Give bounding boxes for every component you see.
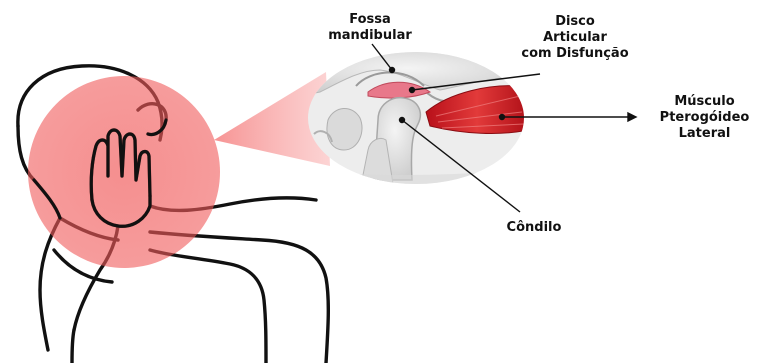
- label-musculo-line-3: Lateral: [640, 126, 769, 142]
- mastoid-process: [327, 108, 362, 150]
- label-musculo-line-2: Pterogóideo: [640, 110, 769, 126]
- label-musculo-pterogoideo: Músculo Pterogóideo Lateral: [640, 94, 769, 142]
- label-fossa-mandibular: Fossa mandibular: [322, 12, 418, 44]
- label-musculo-line-1: Músculo: [640, 94, 769, 110]
- torso-line: [150, 250, 266, 363]
- tmj-inset: [300, 50, 540, 190]
- pain-highlight: [28, 76, 220, 268]
- label-disco-line-2: Articular: [500, 30, 650, 46]
- label-condilo: Côndilo: [484, 220, 584, 236]
- label-fossa-line-2: mandibular: [322, 28, 418, 44]
- label-disco-articular: Disco Articular com Disfunção: [500, 14, 650, 62]
- label-condilo-line-1: Côndilo: [484, 220, 584, 236]
- label-disco-line-3: com Disfunção: [500, 46, 650, 62]
- label-disco-line-1: Disco: [500, 14, 650, 30]
- label-fossa-line-1: Fossa: [322, 12, 418, 28]
- arm-lower: [72, 330, 74, 363]
